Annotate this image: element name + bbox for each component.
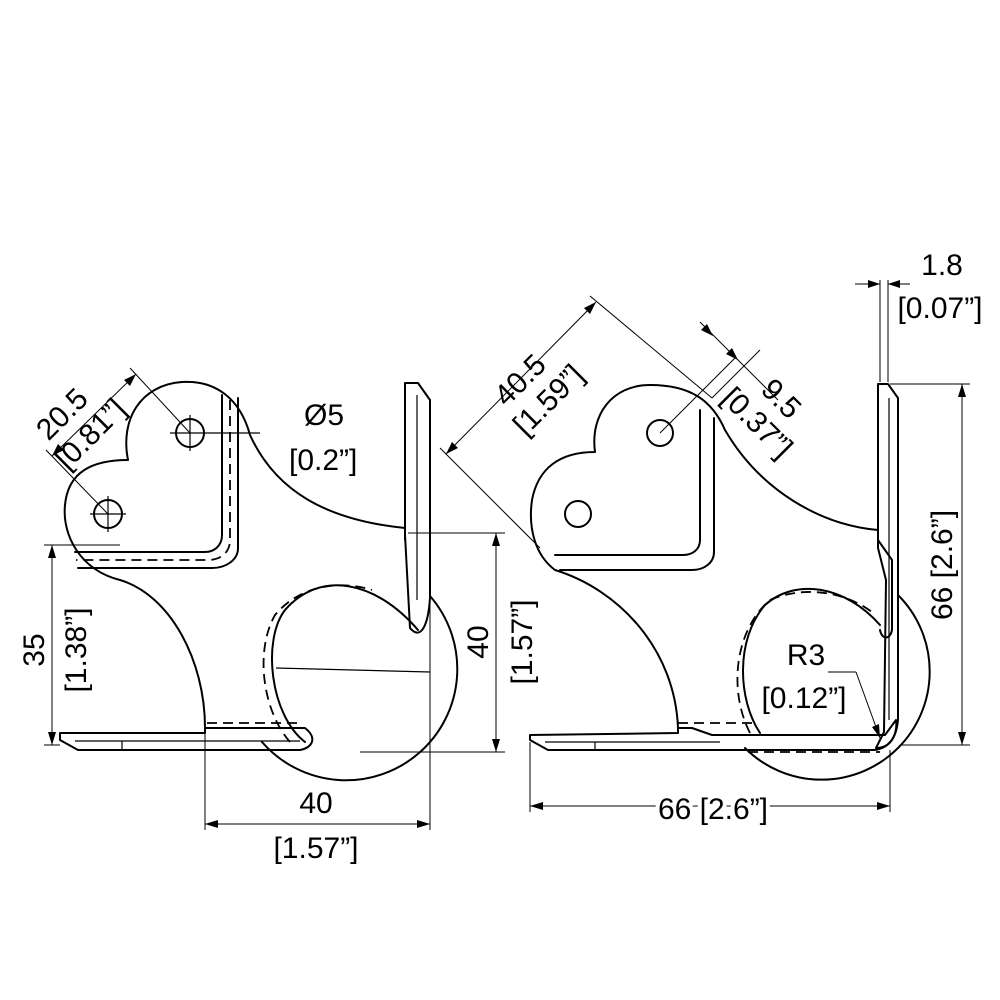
right-vertical-flange	[875, 383, 899, 749]
dim-thickness-mm: 1.8	[921, 249, 963, 282]
left-emboss-channel-outer	[77, 397, 239, 569]
right-flange-bend	[877, 539, 893, 639]
dim-width-66-lines	[529, 742, 891, 812]
right-hole-upper	[646, 419, 674, 447]
dim-height-40-inch: [1.57”]	[506, 599, 539, 684]
left-base-flange	[59, 727, 314, 751]
dim-radius-leader	[828, 671, 881, 739]
right-ball-socket-hidden	[736, 591, 873, 734]
dim-height-66-text: 66 [2.6”]	[926, 510, 959, 620]
dim-height-35-inch: [1.38”]	[60, 607, 93, 692]
dim-thickness-inch: [0.07”]	[897, 292, 982, 325]
dim-width-66-text: 66 [2.6”]	[658, 793, 768, 826]
right-plate-outline	[529, 384, 879, 729]
right-emboss-channel-outer	[559, 417, 715, 571]
right-ball-lobe	[744, 594, 931, 781]
dim-hole-diameter-mm: Ø5	[304, 399, 344, 432]
dim-radius-mm: R3	[787, 639, 825, 672]
left-hole-upper	[170, 415, 260, 451]
dim-height-66-lines	[890, 383, 970, 746]
left-view: 20.5 [0.81”] Ø5 [0.2”] 35 [1.38”] 40 [1.…	[18, 367, 539, 865]
dim-hole-diameter-inch: [0.2”]	[289, 444, 357, 477]
dim-height-35-mm: 35	[18, 633, 51, 666]
dim-width-40-lines	[204, 600, 431, 830]
dim-hole-spacing-lines	[45, 367, 191, 515]
left-plate-outline	[63, 380, 406, 729]
dim-width-40-mm: 40	[299, 787, 332, 820]
left-ball-socket-hidden	[262, 584, 373, 743]
dim-width-40-inch: [1.57”]	[273, 832, 358, 865]
dim-radius-inch: [0.12”]	[761, 682, 846, 715]
right-hole-lower	[564, 500, 592, 528]
left-ball-centerline	[275, 667, 431, 673]
left-ball-lobe	[261, 595, 459, 782]
dim-height-35-lines	[44, 544, 120, 746]
right-view: 40.5 [1.59”] 9.5 [0.37”] 1.8 [0.07”]	[439, 249, 983, 830]
dim-thickness-lines	[855, 280, 910, 382]
dim-diagonal-lines	[439, 295, 713, 549]
right-emboss-channel	[554, 409, 701, 556]
dim-hole-offset-lines	[659, 321, 779, 434]
left-vertical-flange	[404, 382, 431, 634]
left-ball-socket	[270, 584, 419, 743]
dim-height-40-lines	[360, 532, 505, 753]
left-emboss-channel	[74, 394, 223, 553]
dim-height-40-mm: 40	[462, 625, 495, 658]
right-base-flange	[529, 719, 898, 751]
